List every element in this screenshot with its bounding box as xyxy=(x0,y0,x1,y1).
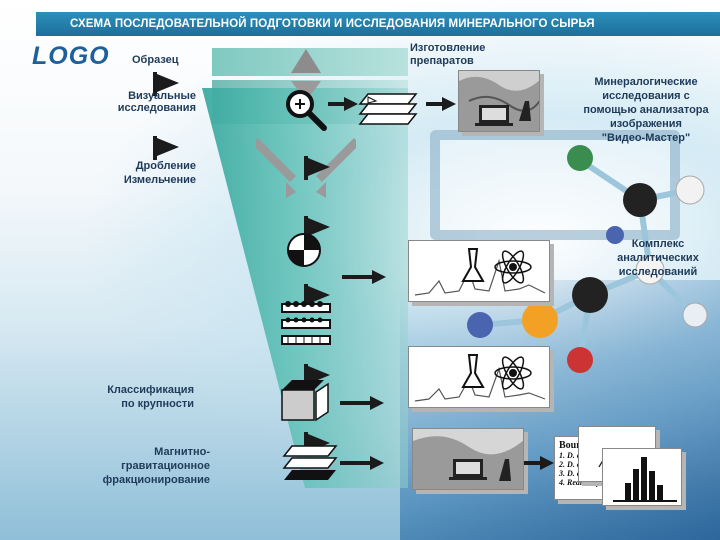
label-visual: Визуальные исследования xyxy=(117,90,196,114)
logo: LOGO xyxy=(32,42,110,70)
label-mineralogy-4: изображения xyxy=(610,118,682,130)
label-complex-3: исследований xyxy=(618,266,698,278)
label-mineralogy-2: исследования с xyxy=(602,90,690,102)
flag-marker-sample xyxy=(153,72,181,96)
arrow-to-spectrum-1 xyxy=(342,270,388,284)
label-magnetic-1: Магнитно- xyxy=(154,446,210,458)
label-complex-2: аналитических xyxy=(617,252,699,264)
sample-photo-1 xyxy=(458,70,540,132)
label-crushing-1: Дробление xyxy=(135,160,196,172)
flag-marker-sieve xyxy=(304,284,332,308)
label-complex-1: Комплекс xyxy=(631,238,685,250)
report-card-line-1: 1. D. e xyxy=(559,451,581,460)
label-mineralogy-3: помощью анализатора xyxy=(583,104,709,116)
arrow-layers-to-photo xyxy=(426,97,456,111)
sieve-stack-icon xyxy=(281,301,331,345)
spectrum-card-2 xyxy=(408,346,550,408)
report-card-title: Bound xyxy=(559,440,588,451)
flag-marker-crusher xyxy=(304,156,332,180)
arrow-to-spectrum-2 xyxy=(340,396,386,410)
sampler-icon xyxy=(287,233,321,267)
label-magnetic-3: фракционирование xyxy=(102,474,210,486)
histogram-card xyxy=(602,448,682,506)
spectrum-card-1 xyxy=(408,240,550,302)
report-card-line-4: 4. Real Surfac xyxy=(559,478,607,487)
histogram-icon xyxy=(603,449,681,505)
title-bar: СХЕМА ПОСЛЕДОВАТЕЛЬНОЙ ПОДГОТОВКИ И ИССЛ… xyxy=(36,12,720,36)
label-preparation-1: Изготовление xyxy=(410,42,486,54)
sample-photo-2 xyxy=(412,428,524,490)
label-preparation-2: препаратов xyxy=(410,55,474,67)
label-mineralogy-1: Минералогические xyxy=(594,76,698,88)
layers-icon-magnetic xyxy=(282,445,338,480)
arrow-magnetic-to-layers xyxy=(340,456,386,470)
arrow-visual-to-layers xyxy=(328,97,358,111)
flag-marker-cube xyxy=(304,364,332,388)
label-classification-2: по крупности xyxy=(121,398,194,410)
report-card-line-2: 2. D. e xyxy=(559,460,581,469)
label-crushing-2: Измельчение xyxy=(123,174,196,186)
report-card-line-3: 3. D. e xyxy=(559,469,581,478)
molecule-decoration xyxy=(467,145,708,373)
page-title: СХЕМА ПОСЛЕДОВАТЕЛЬНОЙ ПОДГОТОВКИ И ИССЛ… xyxy=(70,18,595,30)
magnifier-icon xyxy=(286,90,327,131)
cube-icon xyxy=(281,380,329,422)
flag-marker-sampler xyxy=(304,216,332,240)
label-classification-1: Классификация xyxy=(107,384,194,396)
layers-icon xyxy=(358,93,418,125)
flag-marker-crushing xyxy=(153,136,181,160)
sample-triangle-icon xyxy=(291,49,321,73)
label-magnetic-2: гравитационное xyxy=(121,460,210,472)
label-sample: Образец xyxy=(132,54,179,66)
sample-triangle-down-icon xyxy=(291,81,321,101)
label-mineralogy-5: "Видео-Мастер" xyxy=(601,132,691,144)
arrow-photo-to-report xyxy=(524,456,554,470)
